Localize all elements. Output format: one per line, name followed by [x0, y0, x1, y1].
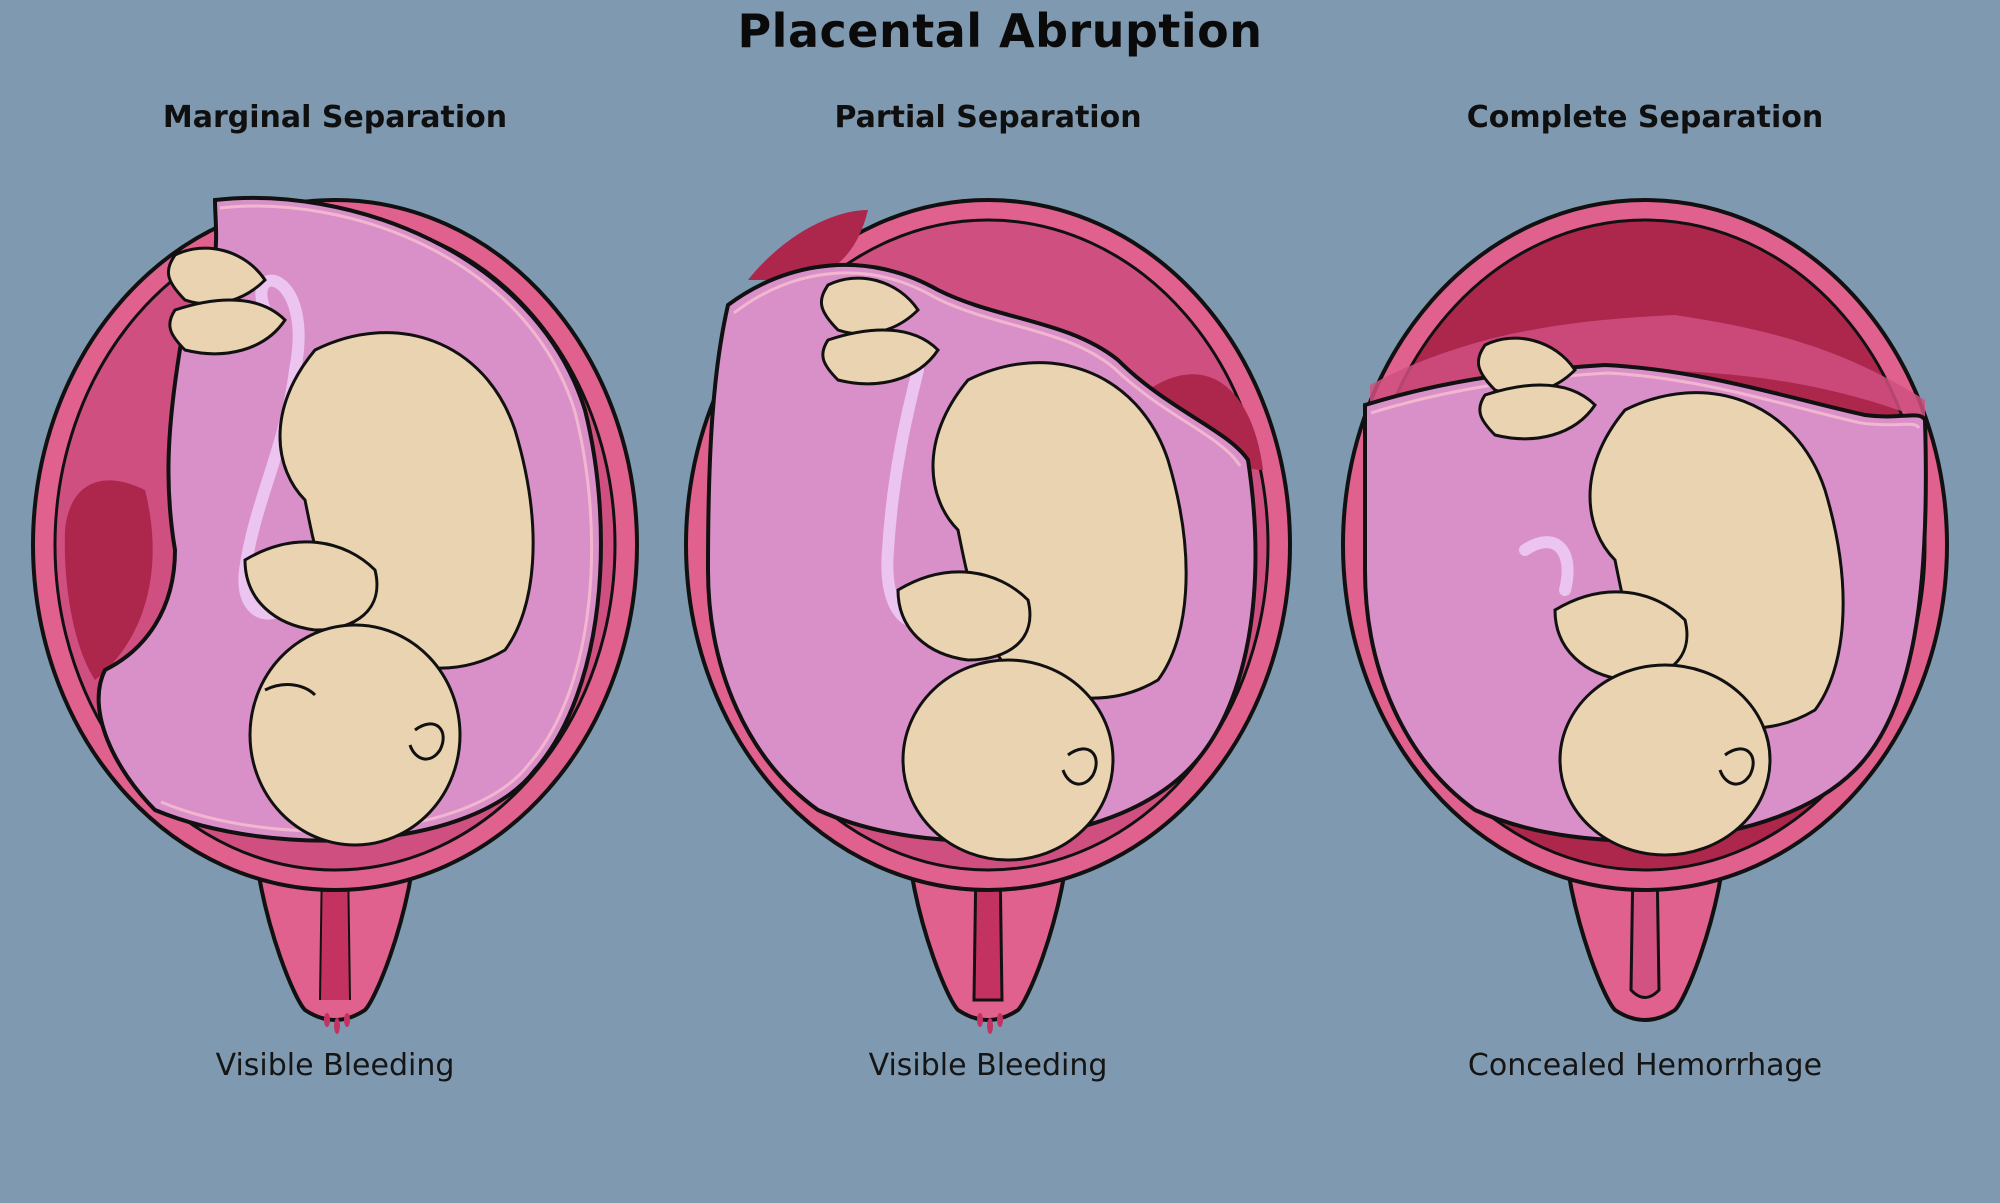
uterus-marginal-separation-illustration: [31, 195, 639, 1034]
panel-caption: Visible Bleeding: [215, 1048, 455, 1083]
diagram-title: Placental Abruption: [737, 4, 1263, 58]
panel-marginal-separation: Marginal Separation Vi: [15, 0, 655, 1203]
uterus-partial-separation-illustration: [684, 198, 1292, 1034]
panel-partial-separation: Partial Separation Visible Bleeding: [668, 0, 1308, 1203]
uterus-complete-separation-illustration: [1341, 198, 1949, 1022]
panel-complete-separation: Complete Separation Concealed Hemorrhage: [1325, 0, 1965, 1203]
panel-heading: Complete Separation: [1466, 100, 1824, 135]
fetus: [166, 246, 535, 847]
fetus: [819, 276, 1188, 862]
bleeding-drops: [324, 1013, 350, 1034]
panel-heading: Marginal Separation: [162, 100, 508, 135]
fetus: [1476, 336, 1845, 857]
panel-caption: Visible Bleeding: [868, 1048, 1108, 1083]
panel-heading: Partial Separation: [834, 100, 1142, 135]
panel-caption: Concealed Hemorrhage: [1467, 1048, 1823, 1083]
bleeding-drops: [977, 1013, 1003, 1034]
